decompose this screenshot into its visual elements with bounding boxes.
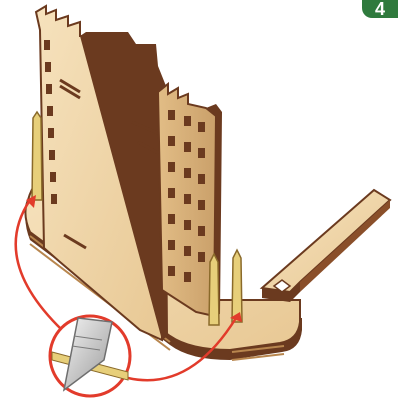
step-number-badge: 4 (362, 0, 398, 18)
utility-knife-icon (50, 316, 130, 396)
base-arm (262, 190, 390, 302)
back-wall-panel (36, 6, 168, 340)
